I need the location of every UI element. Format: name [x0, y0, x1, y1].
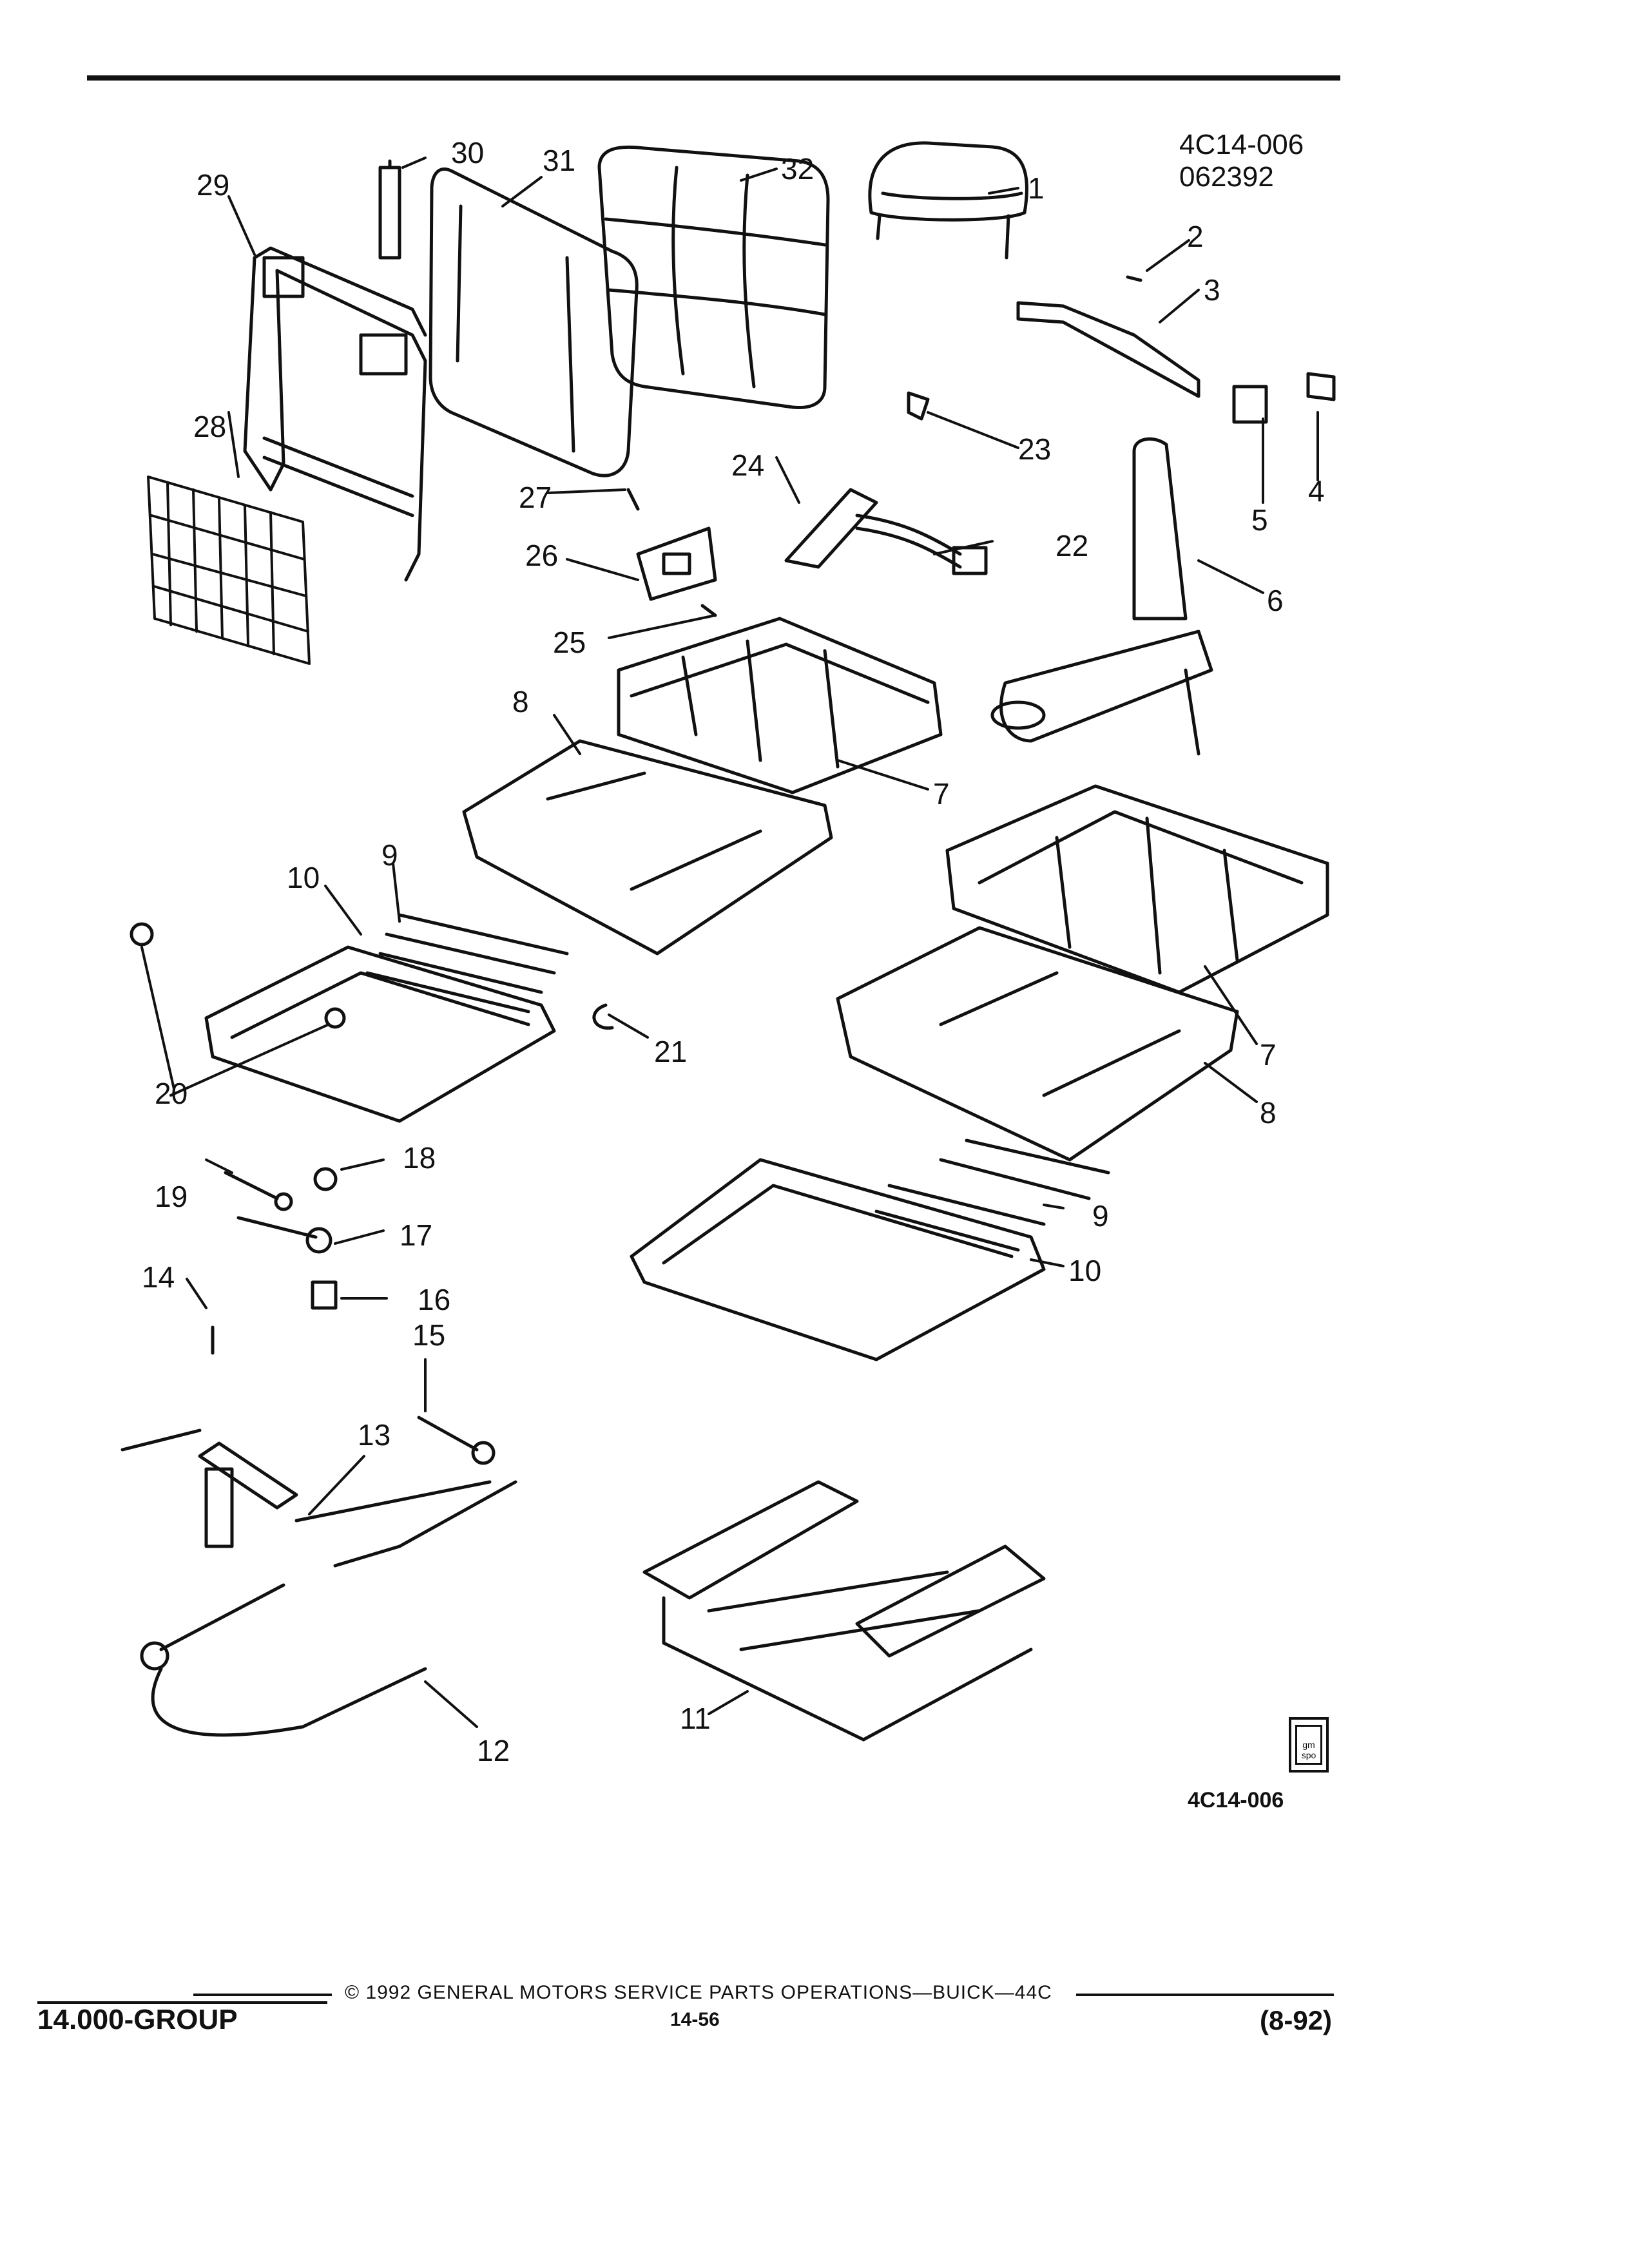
harness-part	[784, 488, 988, 575]
drawing-code-bottom: 4C14-006	[1188, 1788, 1284, 1812]
callout-26: 26	[525, 539, 559, 572]
footer-copyright: © 1992 GENERAL MOTORS SERVICE PARTS OPER…	[345, 1982, 1052, 2003]
top-rule	[87, 75, 1340, 81]
callout-32: 32	[781, 152, 815, 186]
callout-30: 30	[451, 136, 485, 169]
clip-21-part	[592, 1003, 614, 1030]
callout-14: 14	[142, 1260, 175, 1294]
bolt-part	[378, 159, 401, 260]
callout-4: 4	[1308, 474, 1325, 508]
recliner-part	[120, 1428, 517, 1568]
callout-7-lower: 7	[1260, 1038, 1277, 1072]
callout-25: 25	[553, 626, 586, 659]
callout-15: 15	[412, 1318, 446, 1352]
callout-12: 12	[477, 1734, 510, 1767]
seat-pan-left-part	[130, 913, 569, 1123]
callout-9-upper: 9	[381, 838, 398, 872]
callout-11: 11	[680, 1702, 711, 1735]
seat-adjuster-part	[642, 1480, 1046, 1742]
callout-19: 19	[155, 1180, 188, 1213]
callout-5: 5	[1251, 503, 1268, 537]
callout-29: 29	[197, 168, 230, 202]
armrest-bracket-part	[1016, 275, 1200, 398]
spring-mat-part	[147, 476, 311, 665]
footer-rule-right	[1076, 1994, 1334, 1996]
bracket-part	[626, 488, 717, 617]
callout-28: 28	[193, 410, 227, 443]
callout-8-lower: 8	[1260, 1096, 1277, 1129]
clip-part	[1232, 372, 1336, 424]
footer-revision: (8-92)	[1260, 2005, 1333, 2035]
footer-group: 14.000-GROUP	[37, 2004, 238, 2035]
callout-10-upper: 10	[287, 861, 320, 894]
leader-lines	[140, 157, 1319, 1728]
hardware-part	[211, 1167, 496, 1465]
callout-31: 31	[543, 144, 576, 177]
callout-27: 27	[519, 481, 552, 514]
callout-21: 21	[654, 1035, 688, 1068]
callout-20: 20	[155, 1077, 188, 1110]
cable-part	[140, 1583, 427, 1737]
callout-2: 2	[1187, 220, 1204, 253]
callout-13: 13	[358, 1418, 391, 1452]
callout-22: 22	[1055, 529, 1089, 562]
callout-17: 17	[400, 1218, 433, 1252]
gm-spo-badge-text: gm spo	[1295, 1725, 1322, 1765]
armrest-part	[990, 437, 1213, 756]
seat-cushion-left-part	[617, 617, 943, 794]
callout-10-lower: 10	[1068, 1254, 1102, 1287]
gm-spo-badge: gm spo	[1289, 1717, 1329, 1773]
seat-back-panel-part	[429, 167, 639, 477]
callout-18: 18	[403, 1141, 436, 1175]
callout-1: 1	[1028, 171, 1045, 205]
footer-page-number: 14-56	[670, 2009, 720, 2030]
callout-23: 23	[1018, 432, 1052, 466]
callout-24: 24	[731, 448, 765, 482]
callout-16: 16	[418, 1283, 451, 1316]
headrest-part	[868, 141, 1028, 260]
seat-back-frame-part	[243, 246, 427, 582]
seat-bottom-left-part	[462, 739, 833, 956]
seat-cushion-right-part	[945, 784, 1329, 994]
seat-pan-right-part	[630, 1139, 1110, 1361]
screw-part	[907, 391, 930, 421]
callout-8-upper: 8	[512, 685, 529, 718]
footer-rule-left	[193, 1994, 332, 1996]
seat-back-cushion-part	[597, 145, 830, 410]
drawing-code-block: 4C14-006 062392	[1179, 129, 1304, 193]
drawing-code: 4C14-006	[1179, 129, 1304, 160]
callout-9-lower: 9	[1092, 1199, 1109, 1233]
seat-bottom-right-part	[836, 926, 1239, 1162]
callout-3: 3	[1204, 273, 1220, 307]
drawing-date-code: 062392	[1179, 161, 1274, 193]
callout-6: 6	[1267, 584, 1284, 617]
callout-7-upper: 7	[933, 777, 950, 811]
footer-rule-group	[37, 2001, 327, 2004]
